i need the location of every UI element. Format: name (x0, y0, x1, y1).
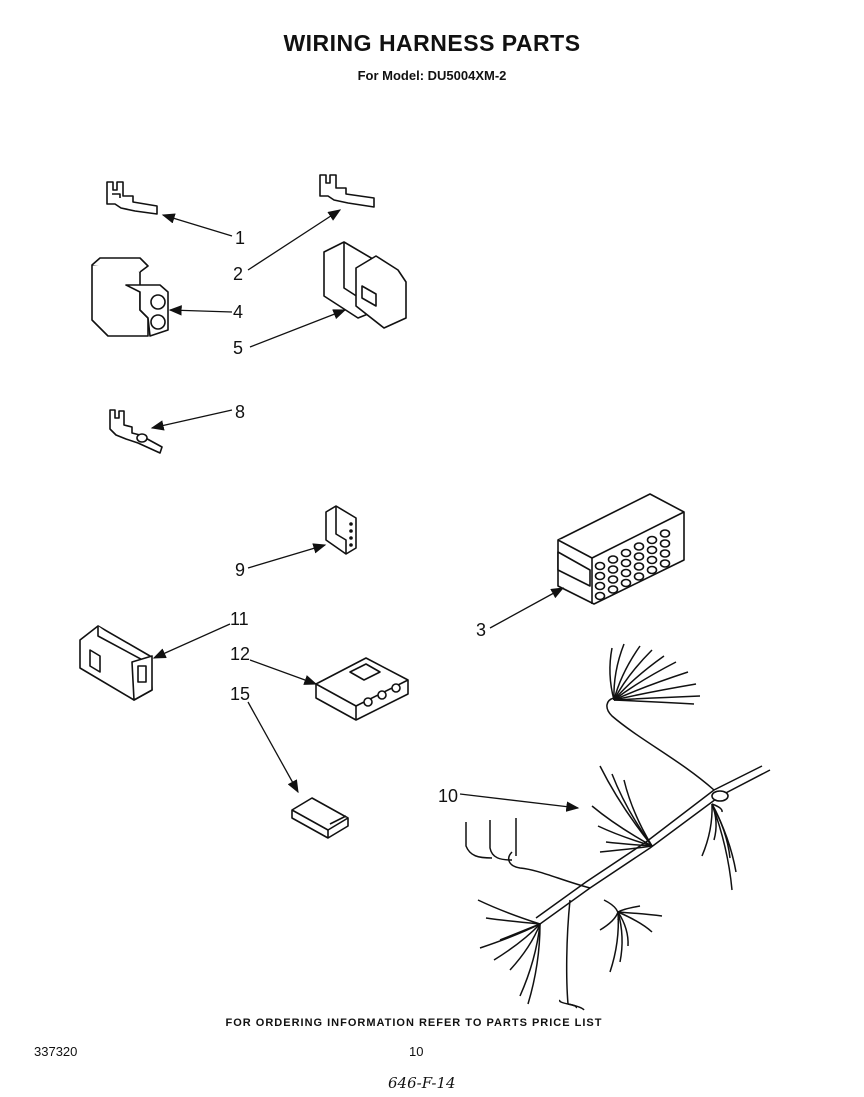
pin-hole (659, 559, 671, 568)
harness-wire (617, 905, 641, 913)
harness-wire (485, 917, 541, 925)
pin-hole (633, 552, 645, 561)
leader-11 (152, 623, 231, 659)
leader-4 (168, 305, 233, 316)
pin-grid (594, 529, 671, 601)
pin-hole (607, 575, 619, 584)
leader-9 (247, 543, 327, 569)
pin-hole (646, 555, 658, 565)
part-15-connector (291, 797, 349, 839)
leader-8 (150, 409, 233, 431)
pin-hole (646, 535, 658, 545)
harness-wire (509, 923, 541, 971)
part-4-connector-housing (91, 257, 169, 337)
harness-wire (613, 649, 653, 701)
callout-5: 5 (233, 338, 243, 358)
wire-fans (477, 643, 737, 1011)
pin-hole (620, 568, 632, 578)
part-5-connector-housing (323, 241, 407, 329)
part-2-terminal (319, 174, 375, 208)
part-9-connector (325, 505, 357, 555)
harness-wire (711, 803, 733, 891)
pin-hole (646, 565, 658, 575)
pin-hole (620, 558, 632, 568)
harness-wire (558, 999, 569, 1005)
pin-hole (659, 529, 671, 538)
part-3-multi-pin-block (557, 493, 685, 605)
harness-wire (597, 825, 653, 847)
pin-hole (659, 549, 671, 558)
part-8-terminal (109, 409, 163, 454)
pin-hole (594, 591, 606, 601)
pin-hole (594, 561, 606, 571)
harness-wire (613, 699, 695, 705)
callout-12: 12 (230, 644, 250, 664)
harness-wire (613, 645, 641, 701)
pin-hole (646, 545, 658, 555)
harness-wire (609, 647, 615, 701)
pin-hole (594, 581, 606, 591)
callout-11: 11 (230, 609, 249, 629)
harness-wire (617, 911, 653, 933)
leader-2 (247, 209, 342, 271)
harness-wire (617, 911, 629, 947)
part-11-connector-housing (79, 625, 153, 701)
harness-wire (599, 845, 653, 853)
part-1-terminal (106, 181, 158, 215)
callout-10: 10 (438, 786, 458, 806)
part-10-wiring-harness (465, 643, 771, 1011)
harness-wire (613, 683, 697, 701)
harness-wire (527, 923, 541, 1005)
leader-1 (161, 213, 233, 237)
harness-wire (567, 1003, 585, 1011)
harness-wire (605, 841, 653, 847)
harness-wire (613, 643, 625, 701)
harness-wire (623, 779, 653, 847)
pin-hole (633, 542, 645, 551)
page-title: WIRING HARNESS PARTS (283, 30, 581, 56)
page-number: 10 (409, 1044, 424, 1059)
harness-wire (613, 671, 689, 701)
leader-10 (459, 793, 580, 812)
callout-4: 4 (233, 302, 243, 322)
harness-wire (711, 803, 737, 873)
part-12-connector-housing (315, 657, 409, 721)
pin-hole (607, 555, 619, 564)
harness-wire (613, 655, 665, 701)
harness-wire (711, 803, 723, 813)
harness-wire (599, 911, 619, 931)
harness-wire (591, 805, 653, 847)
harness-wire (617, 911, 663, 917)
harness-wire (477, 899, 541, 925)
pin-hole (620, 548, 632, 558)
pin-hole (659, 539, 671, 548)
pin-hole (620, 578, 632, 588)
harness-wire (479, 923, 541, 949)
harness-wire (613, 661, 677, 701)
callout-15: 15 (230, 684, 250, 704)
model-subtitle: For Model: DU5004XM-2 (357, 68, 507, 83)
pin-hole (633, 572, 645, 581)
document-number: 337320 (34, 1044, 78, 1059)
ordering-note: FOR ORDERING INFORMATION REFER TO PARTS … (225, 1017, 603, 1029)
leader-12 (249, 659, 318, 685)
harness-wire (493, 923, 541, 961)
callout-2: 2 (233, 264, 243, 284)
callout-9: 9 (235, 560, 245, 580)
pin-hole (633, 562, 645, 571)
leader-5 (249, 309, 347, 348)
pin-hole (607, 585, 619, 594)
callout-8: 8 (235, 402, 245, 422)
harness-wire (701, 803, 713, 857)
leader-3 (489, 587, 565, 629)
callout-3: 3 (476, 620, 486, 640)
pin-hole (607, 565, 619, 574)
leader-15 (247, 701, 299, 794)
pin-hole (594, 571, 606, 581)
harness-wire (519, 923, 541, 997)
handwritten-note: 646-F-14 (388, 1074, 456, 1092)
callout-1: 1 (235, 228, 245, 248)
